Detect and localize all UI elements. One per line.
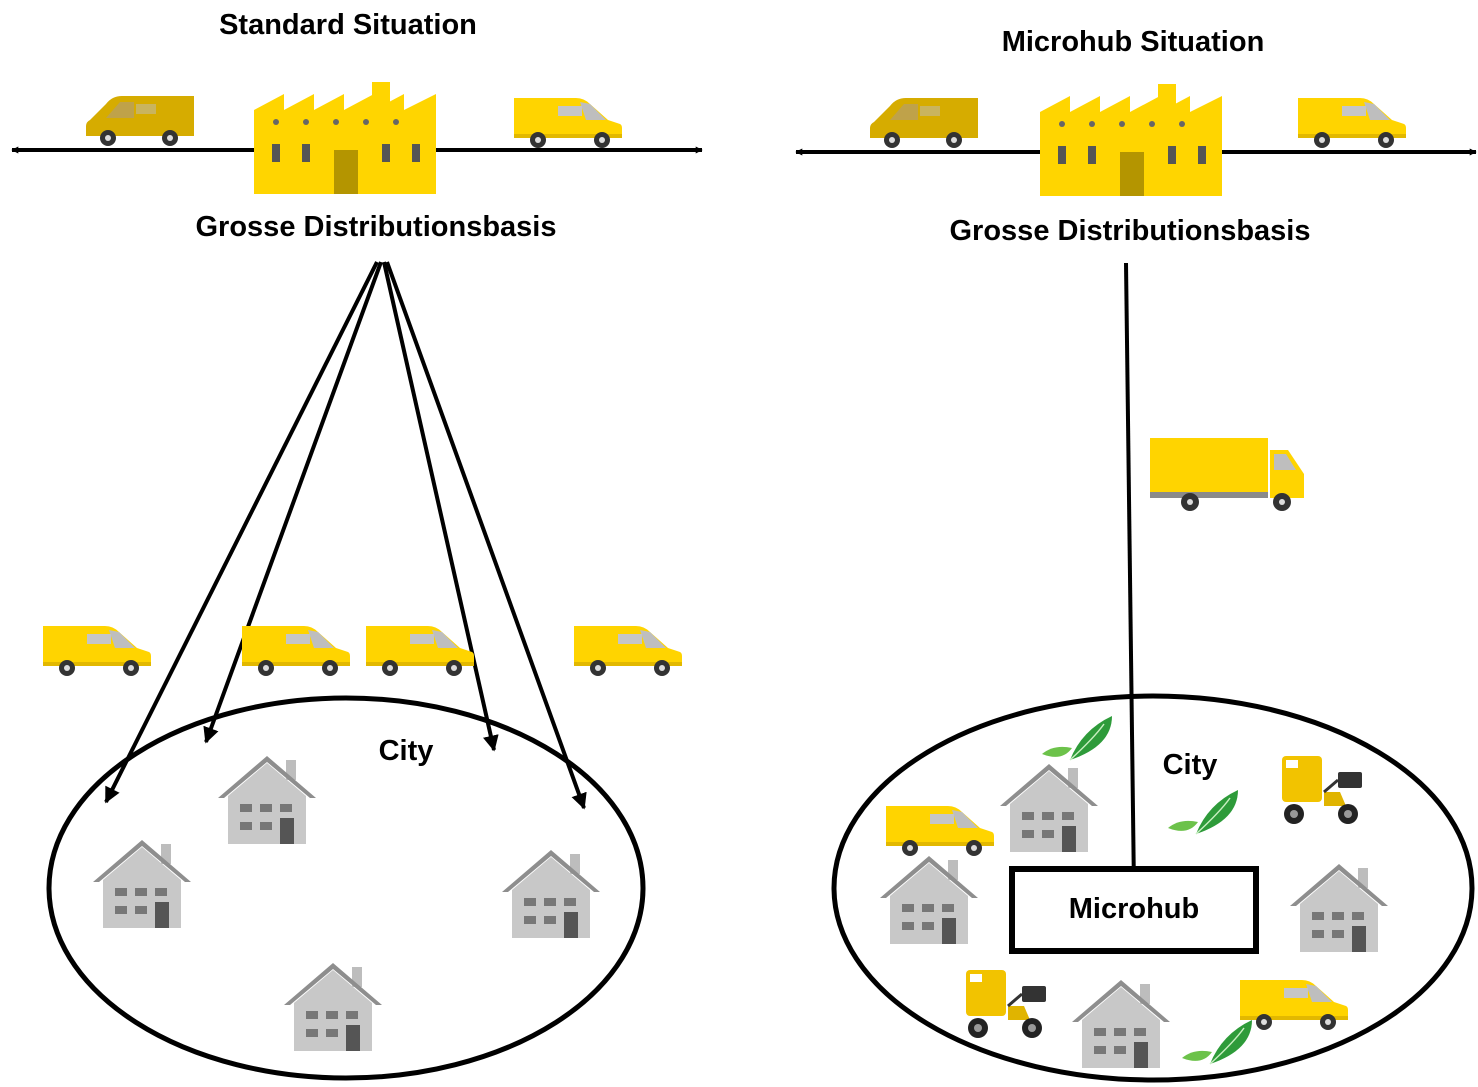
- house-icon: [284, 963, 382, 1051]
- van-icon: [1298, 98, 1406, 148]
- van-icon: [366, 626, 474, 676]
- house-icon: [1290, 864, 1388, 952]
- van-icon: [242, 626, 350, 676]
- van-icon: [86, 96, 194, 146]
- left-hub-label: Grosse Distributionsbasis: [196, 211, 557, 243]
- microhub-box: [1009, 866, 1259, 954]
- van-icon: [574, 626, 682, 676]
- van-icon: [870, 98, 978, 148]
- house-icon: [93, 840, 191, 928]
- right-hub-label: Grosse Distributionsbasis: [950, 215, 1311, 247]
- city-boundary: [46, 695, 646, 1081]
- van-icon: [1240, 980, 1348, 1030]
- right-panel-title: Microhub Situation: [1002, 26, 1265, 58]
- right-city-label: City: [1163, 749, 1218, 781]
- truck-icon: [1150, 438, 1304, 511]
- van-icon: [514, 98, 622, 148]
- house-icon: [502, 850, 600, 938]
- delivery-arrow: [203, 261, 383, 744]
- right-panel: Microhub Situation Grosse Distributionsb…: [795, 26, 1477, 1083]
- left-panel-title: Standard Situation: [219, 9, 477, 41]
- leaf-icon: [1041, 715, 1113, 761]
- leaf-icon: [1181, 1019, 1253, 1065]
- house-icon: [218, 756, 316, 844]
- supply-arrow: [1124, 262, 1142, 892]
- house-icon: [1000, 764, 1098, 852]
- delivery-arrow: [382, 261, 499, 752]
- cargo-trike-icon: [1280, 754, 1364, 826]
- left-panel: Standard Situation Grosse Distributionsb…: [11, 9, 703, 1081]
- house-icon: [880, 856, 978, 944]
- leaf-icon: [1167, 789, 1239, 835]
- cargo-trike-icon: [964, 968, 1048, 1040]
- van-icon: [43, 626, 151, 676]
- van-icon: [886, 806, 994, 856]
- left-city-label: City: [379, 735, 434, 767]
- microhub-label: Microhub: [1069, 893, 1200, 925]
- delivery-arrows: [104, 261, 587, 810]
- delivery-arrow: [385, 261, 587, 810]
- factory-icon: [254, 82, 436, 194]
- delivery-arrow: [104, 261, 379, 804]
- city-boundary: [831, 693, 1475, 1083]
- factory-icon: [1040, 84, 1222, 196]
- house-icon: [1072, 980, 1170, 1068]
